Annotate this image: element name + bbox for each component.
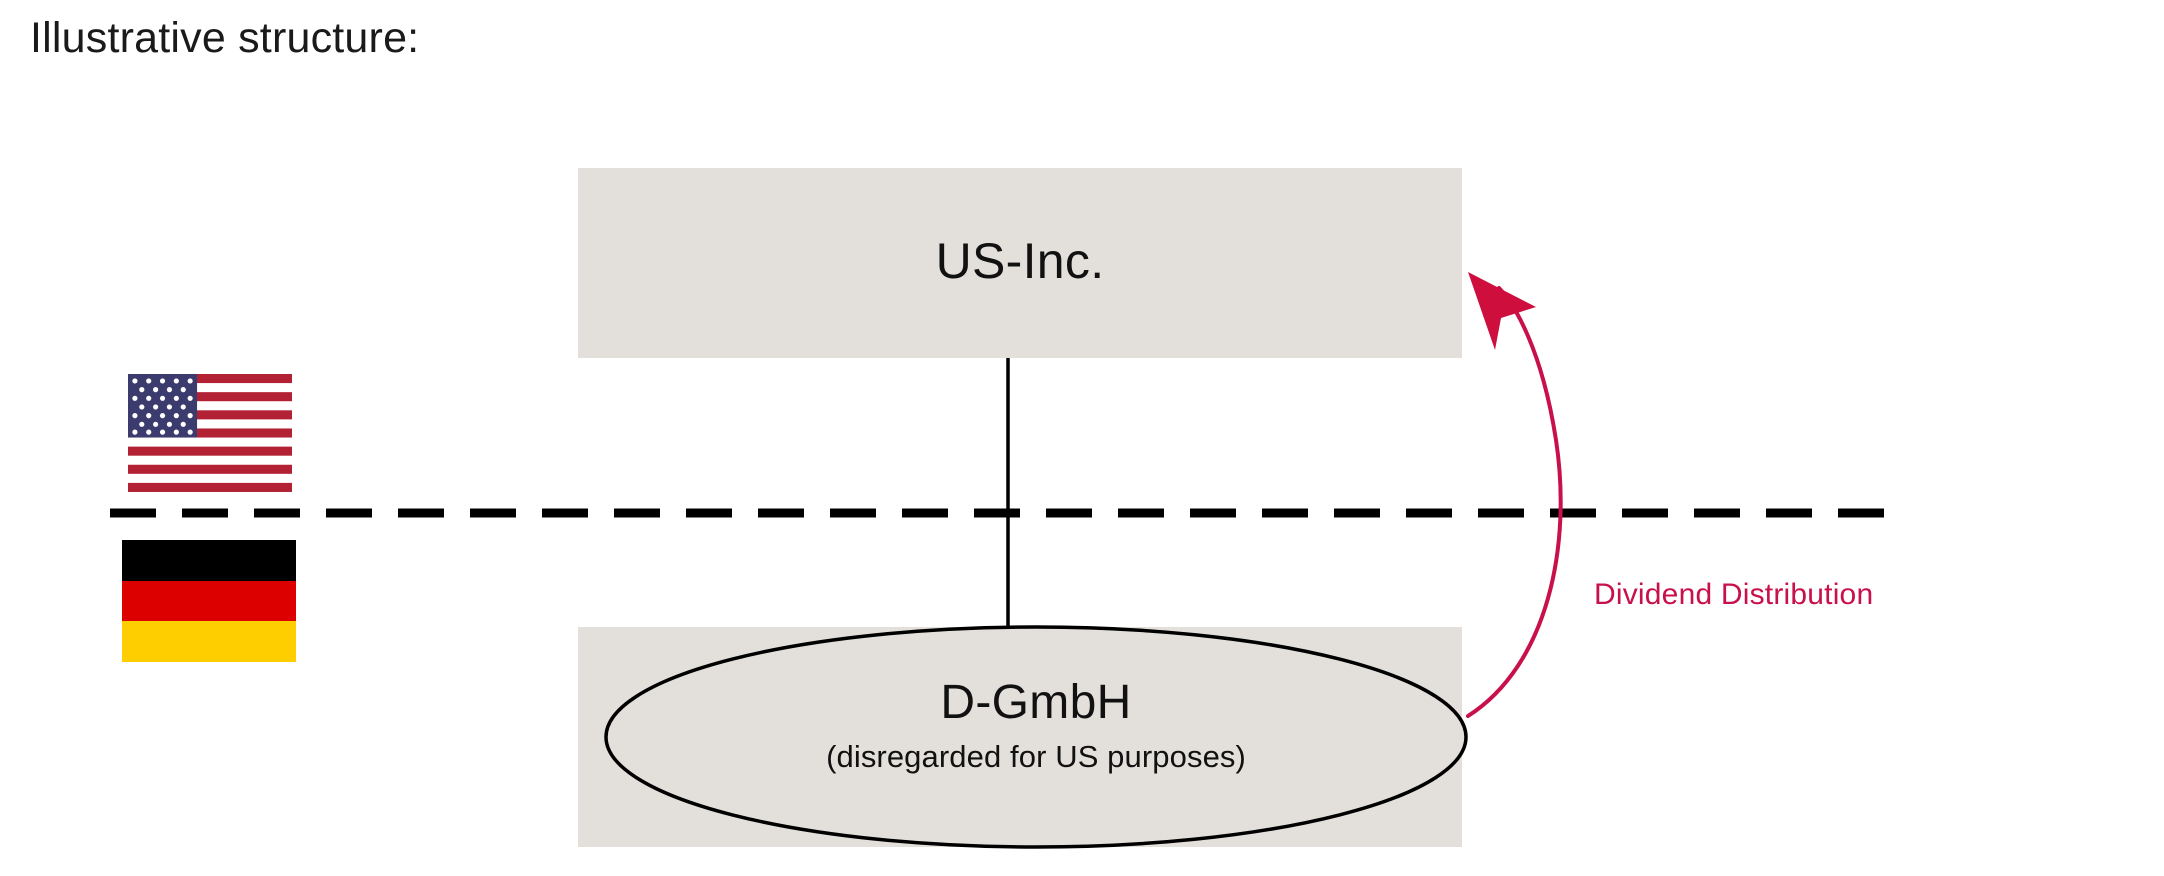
germany-flag-icon xyxy=(122,540,296,662)
page-title: Illustrative structure: xyxy=(30,14,420,62)
dividend-arrow-head xyxy=(1468,272,1536,350)
connector-label-dividend-distribution: Dividend Distribution xyxy=(1594,578,1874,611)
entity-box-us-inc[interactable] xyxy=(578,168,1462,358)
us-flag-icon xyxy=(128,374,292,492)
entity-label-us-inc: US-Inc. xyxy=(935,233,1105,289)
dividend-arrow-curve xyxy=(1466,286,1563,718)
entity-note-d-gmbh: (disregarded for US purposes) xyxy=(826,738,1246,774)
germany-flag-band-black xyxy=(122,540,296,581)
germany-flag-band-red xyxy=(122,580,296,622)
germany-flag-band-gold xyxy=(122,621,296,662)
entity-label-d-gmbh: D-GmbH xyxy=(940,676,1132,729)
entity-label-group-d-gmbh: D-GmbH (disregarded for US purposes) xyxy=(606,675,1466,776)
